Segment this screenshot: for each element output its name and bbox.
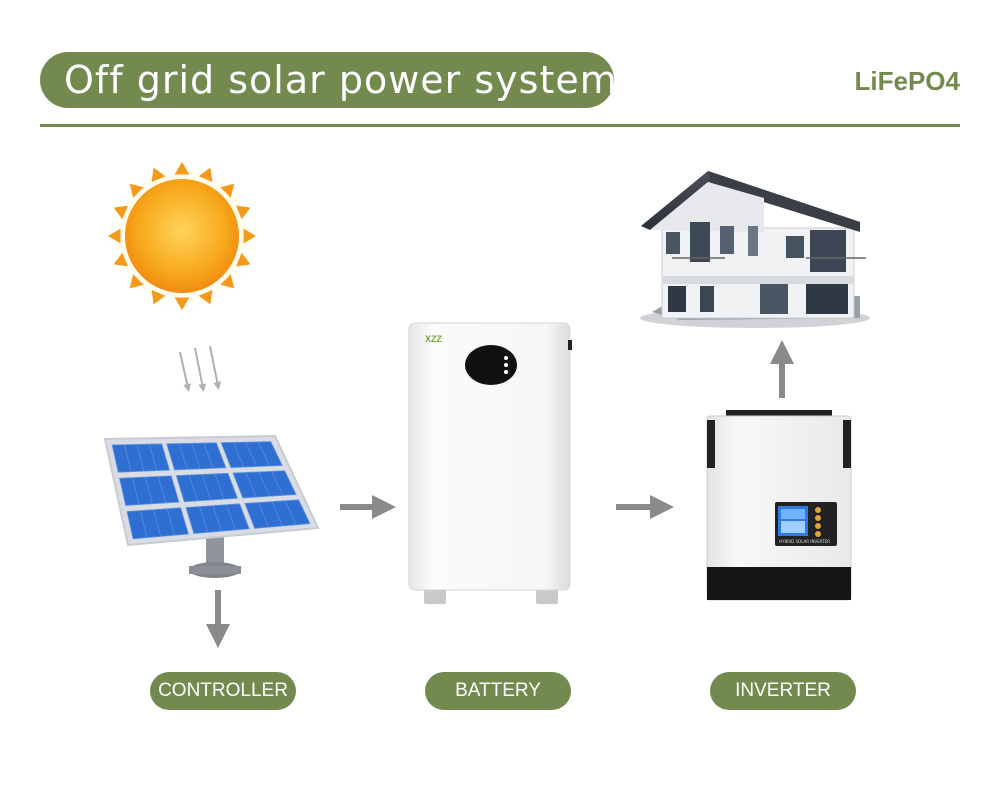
solar-cell-gridline (136, 444, 145, 472)
sun-ray (236, 205, 251, 220)
solar-cell (185, 503, 250, 534)
solar-cell-gridline (145, 476, 153, 504)
battery-label: BATTERY (425, 672, 571, 710)
sun-ray (174, 162, 190, 175)
solar-cell-gridline (140, 510, 148, 538)
solar-cell-gridline (191, 443, 201, 469)
solar-cell-gridline (271, 471, 284, 496)
sun-ray (220, 274, 235, 289)
solar-cell-gridline (284, 500, 297, 525)
solar-cell-gridline (132, 477, 140, 505)
solar-cell-gridline (178, 443, 188, 470)
solar-cell (119, 475, 180, 506)
sun-ray (129, 274, 144, 289)
solar-cell-gridline (233, 442, 244, 468)
sun-ray (174, 297, 190, 310)
solar-cell-gridline (225, 504, 236, 531)
sun-ray (220, 183, 235, 198)
sun-ray (198, 167, 213, 182)
solar-cell-gridline (258, 471, 270, 497)
solar-cell-gridline (258, 441, 270, 467)
solar-cell-gridline (153, 509, 161, 537)
sun-rays-arrows (179, 345, 222, 392)
solar-cell-gridline (149, 444, 157, 471)
solar-cell (220, 441, 283, 469)
battery-unit: XZZ (408, 322, 572, 604)
page-title: Off grid solar power system (40, 52, 617, 108)
inverter-unit: HYBRID SOLAR INVERTER (706, 410, 852, 601)
solar-cell-gridline (214, 473, 225, 500)
solar-cell-gridline (158, 476, 166, 503)
solar-cell-gridline (271, 501, 283, 527)
solar-cell-gridline (245, 442, 257, 467)
sun-ray (151, 290, 166, 305)
inverter-label: INVERTER (710, 672, 856, 710)
solar-cell (175, 472, 239, 503)
solar-cell-gridline (212, 505, 222, 532)
battery-chemistry-tag: LiFePO4 (854, 66, 960, 96)
solar-cell-gridline (166, 508, 175, 536)
sun-ray (129, 183, 144, 198)
solar-cell-gridline (245, 472, 257, 498)
house (640, 171, 870, 328)
inverter-panel-text: HYBRID SOLAR INVERTER (779, 539, 830, 544)
solar-cell (232, 470, 297, 499)
header-divider (40, 124, 960, 127)
solar-cell (111, 443, 171, 473)
battery-brand-logo: XZZ (425, 334, 443, 344)
sun-icon (104, 158, 260, 314)
sun-ray (243, 228, 256, 244)
solar-cell (166, 442, 227, 471)
controller-label: CONTROLLER (150, 672, 296, 710)
solar-cell-gridline (199, 506, 208, 533)
sun-ray (236, 252, 251, 267)
solar-cell-gridline (124, 444, 132, 472)
solar-cell (244, 499, 311, 529)
sun-ray (113, 205, 128, 220)
sun-ray (151, 167, 166, 182)
sun-ray (113, 252, 128, 267)
solar-cell-gridline (258, 502, 269, 528)
solar-cell-gridline (203, 442, 214, 469)
solar-panel (103, 434, 320, 578)
sun-ray (198, 290, 213, 305)
solar-cell-gridline (201, 474, 212, 501)
sun-ray (108, 228, 121, 244)
solar-cell (126, 507, 189, 540)
solar-cell-gridline (188, 474, 198, 501)
